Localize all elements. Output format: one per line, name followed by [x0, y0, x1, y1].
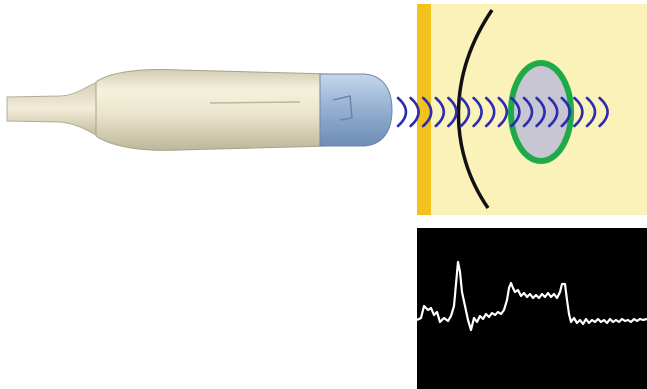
probe-cable — [7, 82, 98, 136]
echo-display — [417, 228, 647, 389]
probe-seam — [210, 102, 300, 103]
ultrasound-probe — [7, 70, 392, 151]
sound-wave-arc — [398, 98, 406, 126]
echo-display-background — [417, 228, 647, 389]
probe-body — [96, 70, 330, 151]
probe-tip — [320, 74, 392, 146]
